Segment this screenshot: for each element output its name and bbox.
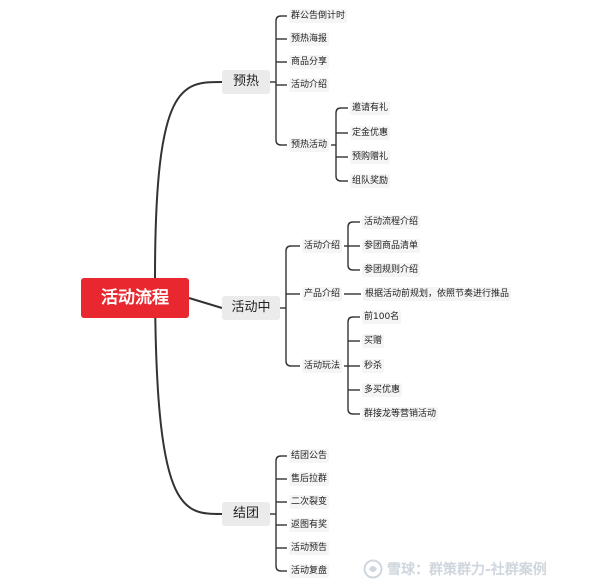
branch-node-2: 活动中 (222, 296, 280, 320)
leaf-2-3-5: 群接龙等营销活动 (362, 407, 439, 421)
leaf-2-1: 活动介绍 (302, 239, 343, 253)
leaf-1-5-1: 邀请有礼 (350, 101, 391, 115)
watermark: 雪球：群策群力-社群案例 (363, 558, 547, 580)
leaf-3-1: 结团公告 (289, 449, 330, 463)
leaf-2-3-2: 买赠 (362, 334, 385, 348)
leaf-1-5-2: 定金优惠 (350, 126, 391, 140)
leaf-1-5-4: 组队奖励 (350, 174, 391, 188)
leaf-2-3: 活动玩法 (302, 359, 343, 373)
leaf-3-6: 活动复盘 (289, 564, 330, 578)
leaf-1-5: 预热活动 (289, 138, 330, 152)
root-node: 活动流程 (81, 278, 189, 318)
branch-node-1: 预热 (222, 70, 270, 94)
leaf-2-3-4: 多买优惠 (362, 383, 403, 397)
leaf-2-3-3: 秒杀 (362, 359, 385, 373)
leaf-1-3: 商品分享 (289, 55, 330, 69)
leaf-1-4: 活动介绍 (289, 78, 330, 92)
leaf-2-1-1: 活动流程介绍 (362, 215, 421, 229)
leaf-2-3-1: 前100名 (362, 310, 402, 324)
leaf-3-5: 活动预告 (289, 541, 330, 555)
leaf-2-2-1: 根据活动前规划，依照节奏进行推品 (363, 287, 512, 301)
leaf-2-1-2: 参团商品清单 (362, 239, 421, 253)
leaf-1-2: 预热海报 (289, 32, 330, 46)
leaf-3-2: 售后拉群 (289, 472, 330, 486)
leaf-3-3: 二次裂变 (289, 495, 330, 509)
branch-node-3: 结团 (222, 502, 270, 526)
leaf-3-4: 返图有奖 (289, 518, 330, 532)
leaf-1-1: 群公告倒计时 (289, 9, 348, 23)
leaf-2-2: 产品介绍 (302, 287, 343, 301)
leaf-1-5-3: 预购赠礼 (350, 150, 391, 164)
leaf-2-1-3: 参团规则介绍 (362, 263, 421, 277)
watermark-text: 雪球：群策群力-社群案例 (387, 562, 547, 578)
snowball-logo-icon (363, 559, 383, 579)
